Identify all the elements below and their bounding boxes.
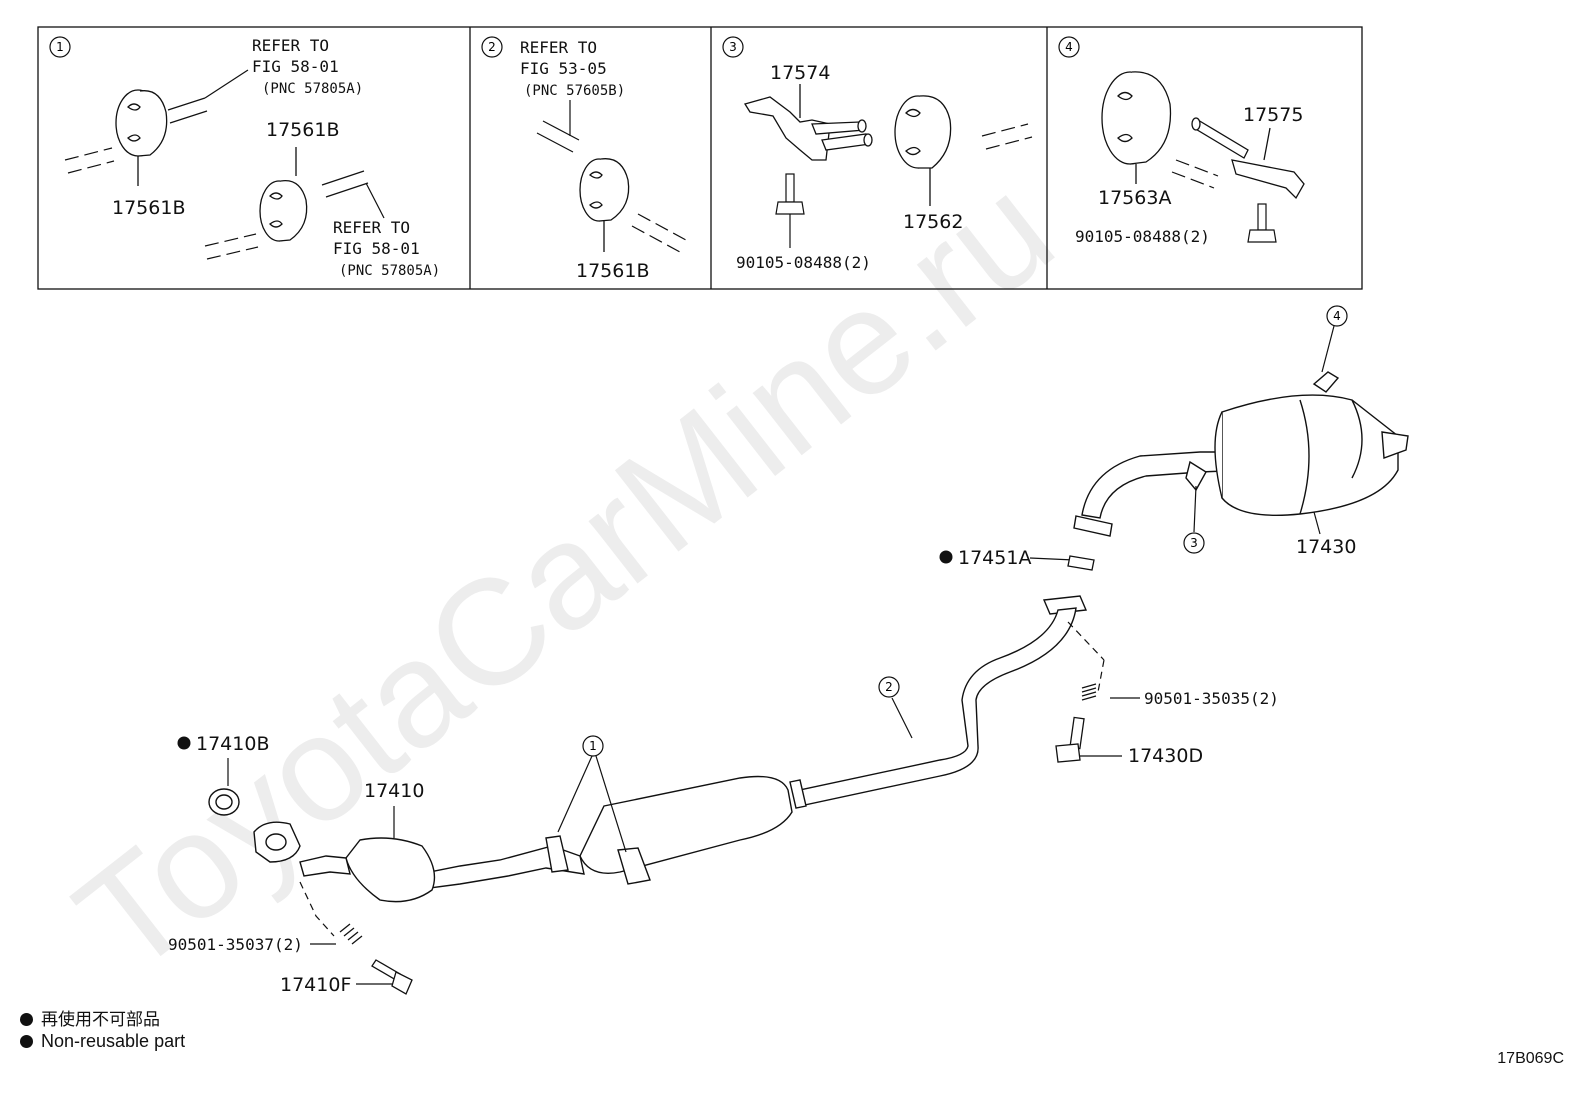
svg-text:1: 1 xyxy=(56,40,64,54)
svg-text:4: 4 xyxy=(1065,40,1073,54)
panel-1-refer-a-line1: REFER TO xyxy=(252,36,329,55)
part-label-17562: 17562 xyxy=(903,211,963,233)
panel-2: 2 REFER TO FIG 53-05 (PNC 57605B) 17561B xyxy=(481,36,687,282)
panel-1-refer-a-line3: (PNC 57805A) xyxy=(262,81,363,97)
spring-rear-icon xyxy=(1081,683,1097,701)
panel-2-number: 2 xyxy=(481,36,503,58)
callout-3: 3 xyxy=(1183,532,1205,554)
callout-1: 1 xyxy=(582,735,604,757)
gasket-17410B-icon xyxy=(208,788,240,816)
part-label-17561B-c: 17561B xyxy=(576,260,649,282)
panel-4: 4 17563A 17575 90105-08488(2) xyxy=(1058,36,1305,246)
part-label-17574: 17574 xyxy=(770,62,830,84)
legend-english: Non-reusable part xyxy=(20,1031,185,1052)
svg-text:1: 1 xyxy=(589,739,597,753)
part-label-17561B-b: 17561B xyxy=(266,119,339,141)
part-label-17410B: 17410B xyxy=(196,733,269,755)
panel-1-refer-b-line2: FIG 58-01 xyxy=(333,239,420,258)
bracket-17575-icon xyxy=(1191,117,1305,200)
part-label-90105-08488-b: 90105-08488(2) xyxy=(1075,227,1210,246)
bolt-17430D-icon xyxy=(1055,716,1085,763)
spring-front-icon xyxy=(339,923,363,945)
svg-text:3: 3 xyxy=(729,40,737,54)
part-label-90501-35037: 90501-35037(2) xyxy=(168,935,303,954)
watermark: ToyotaCarMine.ru xyxy=(46,144,1082,1005)
panel-3-number: 3 xyxy=(722,36,744,58)
pipe-stub-icon xyxy=(64,69,249,174)
callout-2: 2 xyxy=(878,676,900,698)
panel-2-refer-line3: (PNC 57605B) xyxy=(524,83,625,99)
svg-text:4: 4 xyxy=(1333,309,1341,323)
rubber-hanger-17561B-a-icon xyxy=(115,89,168,186)
detail-panels xyxy=(37,26,1363,290)
exhaust-pipe-assembly-icon xyxy=(253,595,1088,903)
bolt-a-icon xyxy=(775,173,805,248)
panel-1-refer-b-line1: REFER TO xyxy=(333,218,410,237)
bracket-17574-icon xyxy=(743,84,873,161)
bolt-17410F-icon xyxy=(371,959,413,995)
svg-text:2: 2 xyxy=(885,680,893,694)
rubber-hanger-17561B-c-icon xyxy=(579,158,630,252)
bullet-icon xyxy=(20,1013,33,1026)
part-label-17451A: 17451A xyxy=(958,547,1031,569)
callout-lines xyxy=(227,325,1335,985)
muffler-assembly-icon xyxy=(1073,371,1409,537)
panel-4-number: 4 xyxy=(1058,36,1080,58)
svg-text:3: 3 xyxy=(1190,536,1198,550)
bolt-b-icon xyxy=(1247,203,1277,243)
svg-text:2: 2 xyxy=(488,40,496,54)
panel-2-refer-line2: FIG 53-05 xyxy=(520,59,607,78)
part-label-90105-08488-a: 90105-08488(2) xyxy=(736,253,871,272)
legend-japanese: 再使用不可部品 xyxy=(20,1005,160,1030)
panel-1-refer-a-line2: FIG 58-01 xyxy=(252,57,339,76)
figure-code: 17B069C xyxy=(1497,1050,1564,1067)
part-label-17575: 17575 xyxy=(1243,104,1303,126)
rubber-hanger-17561B-b-icon xyxy=(259,147,308,242)
rubber-hanger-17562-icon xyxy=(894,95,952,206)
panel-1-refer-b-line3: (PNC 57805A) xyxy=(339,263,440,279)
panel-2-refer-line1: REFER TO xyxy=(520,38,597,57)
part-label-17410: 17410 xyxy=(364,780,424,802)
non-reusable-markers xyxy=(177,550,953,750)
part-label-17410F: 17410F xyxy=(280,974,351,996)
bullet-icon xyxy=(20,1035,33,1048)
panel-3: 3 17574 17562 90105-08488(2) xyxy=(722,36,1033,272)
part-label-90501-35035: 90501-35035(2) xyxy=(1144,689,1279,708)
callout-4: 4 xyxy=(1326,305,1348,327)
panel-1: 1 REFER TO FIG 58-01 (PNC 57805A) REFER … xyxy=(49,36,440,279)
part-label-17430: 17430 xyxy=(1296,536,1356,558)
gasket-17451A-icon xyxy=(1067,555,1095,571)
part-label-17430D: 17430D xyxy=(1128,745,1203,767)
part-label-17561B-a: 17561B xyxy=(112,197,185,219)
part-label-17563A: 17563A xyxy=(1098,187,1171,209)
rubber-hanger-17563A-icon xyxy=(1101,71,1172,184)
panel-1-number: 1 xyxy=(49,36,71,58)
